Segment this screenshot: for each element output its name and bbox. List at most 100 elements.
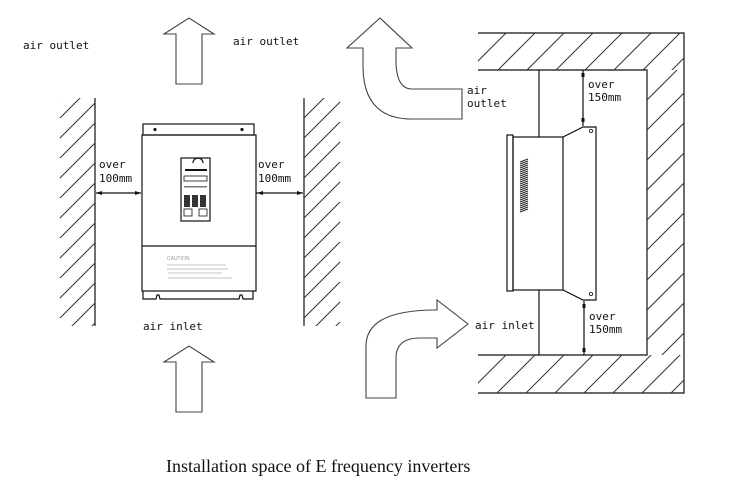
vent-slot (519, 188, 529, 193)
clearance-bottom-label-line1: over (589, 310, 616, 323)
hatch-line (304, 101, 341, 139)
svg-text:CAUTION: CAUTION (167, 256, 190, 262)
vent-slot (519, 200, 529, 205)
hatch-line (304, 241, 341, 279)
hatch-line (641, 355, 681, 393)
side-air-outlet-label-line2: outlet (467, 97, 507, 110)
side-air-inlet-label: air inlet (475, 319, 535, 332)
air-inlet-arrow-icon (162, 345, 216, 413)
vent-slot (519, 208, 529, 213)
hatch-line (59, 262, 95, 299)
hatch-line (612, 355, 652, 393)
clearance-left-label-line1: over (99, 158, 126, 171)
vent-slot (519, 182, 529, 187)
vent-slot (519, 168, 529, 173)
hatch-line (59, 122, 95, 159)
vent-slot (519, 194, 529, 199)
hatch-line (430, 23, 487, 80)
hatch-line (59, 102, 95, 139)
clearance-left-label-line2: 100mm (99, 172, 132, 185)
hatch-line (59, 142, 95, 179)
hatch-line (642, 33, 681, 70)
air-inlet-label: air inlet (143, 320, 203, 333)
hatch-line (304, 181, 341, 219)
hatch-line (59, 202, 95, 239)
hatch-line (554, 355, 594, 393)
inverter-side (506, 126, 597, 301)
hatch-line (647, 302, 684, 341)
hatch-line (478, 33, 507, 62)
hatch-line (59, 182, 95, 219)
hatch-line (647, 152, 684, 191)
hatch-line (719, 345, 742, 403)
vent-slot (519, 164, 529, 169)
hatch-line (304, 281, 341, 319)
vent-slot (519, 166, 529, 171)
hatch-line (670, 379, 684, 393)
hatch-line (647, 212, 684, 251)
vent-slot (519, 184, 529, 189)
hatch-line (59, 162, 95, 199)
hatch-line (647, 92, 684, 131)
keypad-panel (180, 157, 211, 222)
clearance-right-dimension (256, 191, 303, 195)
hatch-line (59, 242, 95, 279)
vent-slot (519, 170, 529, 175)
enclosure-wall (400, 23, 742, 403)
vent-slot (519, 172, 529, 177)
hatch-line (496, 355, 536, 393)
air-outlet-arrow-icon (162, 17, 216, 85)
hatch-line (304, 201, 341, 239)
hatch-line (647, 70, 648, 71)
clearance-top-label-line1: over (588, 78, 615, 91)
side-view: air outlet air inlet over 150mm over 150… (345, 17, 742, 403)
vent-slot (519, 196, 529, 201)
side-air-outlet-label-line1: air (467, 84, 487, 97)
caution-label: CAUTION (167, 256, 232, 279)
hatch-line (59, 222, 95, 259)
right-wall (303, 98, 341, 326)
hatch-line (690, 345, 742, 403)
vent-slot (519, 160, 529, 165)
air-inlet-curved-arrow-icon (365, 298, 469, 399)
vent-slot (519, 198, 529, 203)
hatch-line (647, 272, 684, 311)
hatch-line (647, 182, 684, 221)
hatch-line (647, 122, 684, 161)
vent-slot (519, 162, 529, 167)
hatch-line (304, 141, 341, 179)
clearance-bottom-dimension (582, 301, 586, 355)
hatch-line (429, 345, 487, 403)
vent-slot (519, 204, 529, 209)
hatch-line (60, 98, 61, 99)
air-outlet-label-right: air outlet (233, 35, 299, 48)
vent-slot (519, 178, 529, 183)
clearance-right-label-line2: 100mm (258, 172, 291, 185)
vent-slot (519, 206, 529, 211)
vent-slot (519, 174, 529, 179)
hatch-line (304, 261, 341, 299)
vent-slot (519, 180, 529, 185)
air-outlet-label-left: air outlet (23, 39, 89, 52)
vent-slot (519, 186, 529, 191)
hatch-line (478, 355, 507, 384)
hatch-line (59, 98, 81, 119)
hatch-line (335, 321, 341, 326)
clearance-bottom-label-line2: 150mm (589, 323, 622, 336)
hatch-line (400, 345, 458, 403)
vent-slot (519, 190, 529, 195)
inverter-front: CAUTION (141, 123, 257, 300)
hatch-line (59, 282, 95, 319)
figure-caption: Installation space of E frequency invert… (166, 456, 470, 476)
hatch-line (497, 33, 536, 70)
hatch-line (647, 242, 684, 281)
clearance-top-label-line2: 150mm (588, 91, 621, 104)
vent-slot (519, 202, 529, 207)
left-wall (59, 98, 96, 326)
hatch-line (304, 161, 341, 199)
hatch-line (661, 332, 684, 355)
hatch-line (555, 33, 594, 70)
hatch-line (304, 121, 341, 159)
hatch-line (304, 221, 341, 259)
hatch-line (401, 23, 458, 80)
